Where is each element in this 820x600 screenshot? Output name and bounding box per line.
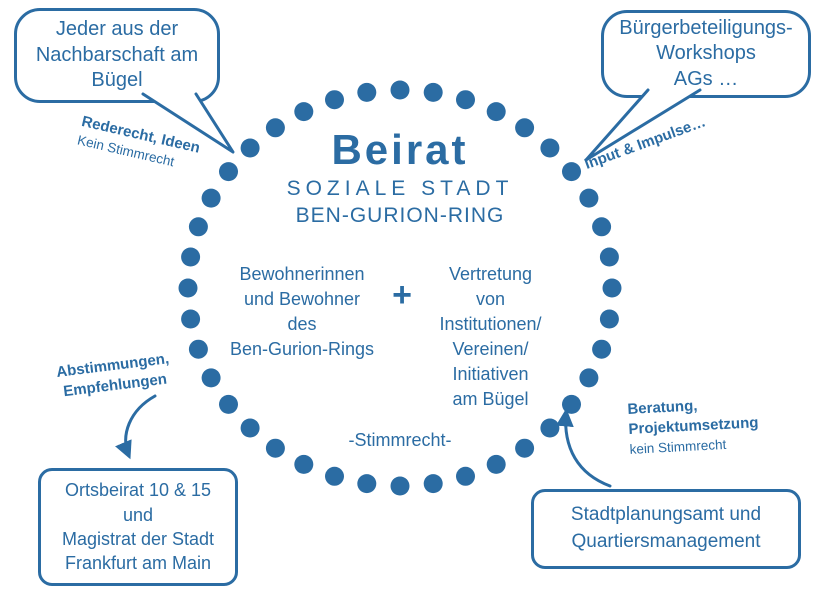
annotation-beratung-bold: Beratung,Projektumsetzung [627,397,759,439]
arrow-from-stadtplanungsamt [555,408,612,488]
annotation-rederecht: Rederecht, Ideen Kein Stimmrecht [75,112,202,177]
annotation-beratung: Beratung,Projektumsetzung kein Stimmrech… [627,393,760,458]
annotation-input-impulse: Input & Impulse… [582,112,709,175]
annotation-abstimmungen: Abstimmungen,Empfehlungen [55,350,170,401]
annotation-input-impulse-text: Input & Impulse… [582,113,708,173]
circle-subtitle-soziale-stadt: SOZIALE STADT [286,177,514,200]
voting-right-note: -Stimmrecht- [348,430,452,450]
circle-title: Beirat [331,126,469,173]
arrow-to-ortsbeirat [115,394,157,460]
circle-subtitle-ben-gurion-ring: BEN-GURION-RING [295,204,505,227]
plus-sign: + [392,276,412,314]
